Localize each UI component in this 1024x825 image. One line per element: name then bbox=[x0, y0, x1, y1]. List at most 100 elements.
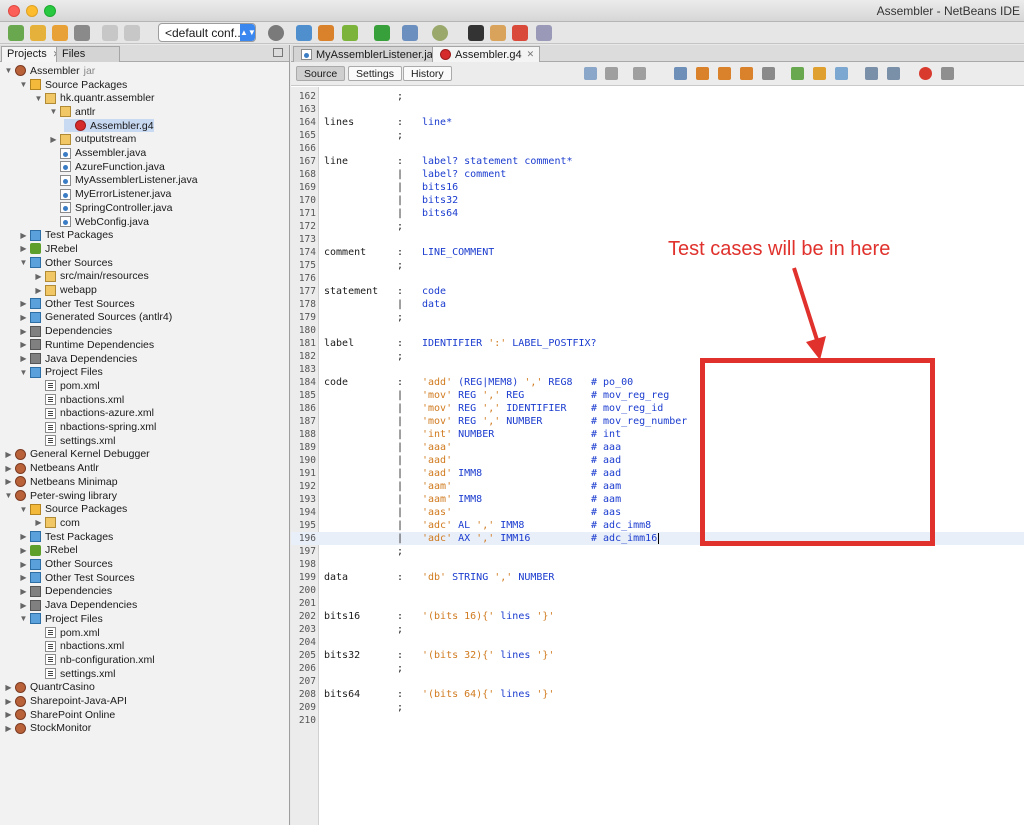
shift-right-icon[interactable] bbox=[887, 67, 900, 80]
find-previous-icon[interactable] bbox=[696, 67, 709, 80]
tree-node[interactable]: pom.xml bbox=[34, 379, 100, 393]
tree-node[interactable]: ▼Project Files bbox=[19, 365, 103, 379]
save-all-icon[interactable] bbox=[74, 25, 90, 41]
tree-node[interactable]: AzureFunction.java bbox=[49, 160, 165, 174]
collapse-toggle-icon[interactable]: ▶ bbox=[20, 559, 27, 569]
jrebel-toolbar-icon[interactable] bbox=[512, 25, 528, 41]
collapse-toggle-icon[interactable]: ▶ bbox=[20, 326, 27, 336]
expand-toggle-icon[interactable]: ▼ bbox=[4, 66, 13, 76]
collapse-toggle-icon[interactable]: ▶ bbox=[20, 354, 27, 364]
collapse-toggle-icon[interactable]: ▶ bbox=[5, 696, 12, 706]
tree-node[interactable]: ▼hk.quantr.assembler bbox=[34, 91, 155, 105]
configuration-select[interactable]: <default conf... ▲▼ bbox=[158, 23, 256, 42]
collapse-toggle-icon[interactable]: ▶ bbox=[20, 244, 27, 254]
collapse-toggle-icon[interactable]: ▶ bbox=[20, 545, 27, 555]
last-edit-icon[interactable] bbox=[584, 67, 597, 80]
collapse-toggle-icon[interactable]: ▶ bbox=[5, 723, 12, 733]
collapse-toggle-icon[interactable]: ▶ bbox=[20, 586, 27, 596]
tree-node[interactable]: ▶Test Packages bbox=[19, 530, 113, 544]
tree-node[interactable]: nbactions-azure.xml bbox=[34, 407, 154, 421]
tree-node[interactable]: ▼Source Packages bbox=[19, 78, 128, 92]
build-hammer-icon[interactable] bbox=[296, 25, 312, 41]
open-project-icon[interactable] bbox=[52, 25, 68, 41]
tree-node[interactable]: ▼Project Files bbox=[19, 612, 103, 626]
tree-node[interactable]: nb-configuration.xml bbox=[34, 653, 155, 667]
redo-icon[interactable] bbox=[124, 25, 140, 41]
collapse-toggle-icon[interactable]: ▶ bbox=[5, 710, 12, 720]
expand-toggle-icon[interactable]: ▼ bbox=[4, 491, 13, 501]
tree-node[interactable]: ▶SharePoint Online bbox=[4, 708, 115, 722]
chart-icon[interactable] bbox=[490, 25, 506, 41]
collapse-toggle-icon[interactable]: ▶ bbox=[20, 312, 27, 322]
tree-node[interactable]: ▶General Kernel Debugger bbox=[4, 448, 149, 462]
history-button[interactable]: History bbox=[403, 66, 452, 81]
tree-node[interactable]: Assembler.java bbox=[49, 146, 146, 160]
tree-node[interactable]: ▶QuantrCasino bbox=[4, 681, 94, 695]
tree-node[interactable]: MyErrorListener.java bbox=[49, 187, 171, 201]
expand-toggle-icon[interactable]: ▼ bbox=[34, 93, 43, 103]
tree-node[interactable]: ▶outputstream bbox=[49, 133, 136, 147]
tree-node[interactable]: ▶StockMonitor bbox=[4, 722, 91, 736]
tree-node[interactable]: ▶Dependencies bbox=[19, 324, 112, 338]
tab-myassemblerlistener[interactable]: MyAssemblerListener.java ✕ bbox=[293, 46, 463, 62]
collapse-toggle-icon[interactable]: ▶ bbox=[35, 271, 42, 281]
expand-toggle-icon[interactable]: ▼ bbox=[49, 107, 58, 117]
tree-node[interactable]: ▼Peter-swing library bbox=[4, 489, 117, 503]
toggle-highlight-icon[interactable] bbox=[762, 67, 775, 80]
terminal-icon[interactable] bbox=[468, 25, 484, 41]
collapse-toggle-icon[interactable]: ▶ bbox=[20, 230, 27, 240]
tree-node[interactable]: ▶Test Packages bbox=[19, 228, 113, 242]
tree-node[interactable]: settings.xml bbox=[34, 667, 115, 681]
collapse-toggle-icon[interactable]: ▶ bbox=[20, 573, 27, 583]
tree-node[interactable]: ▼Source Packages bbox=[19, 502, 128, 516]
expand-toggle-icon[interactable]: ▼ bbox=[19, 504, 28, 514]
tree-node[interactable]: WebConfig.java bbox=[49, 215, 149, 229]
tree-node[interactable]: ▶Generated Sources (antlr4) bbox=[19, 311, 172, 325]
tree-node[interactable]: ▶Netbeans Minimap bbox=[4, 475, 117, 489]
tree-node[interactable]: ▶com bbox=[34, 516, 79, 530]
tree-node[interactable]: settings.xml bbox=[34, 434, 115, 448]
tree-node[interactable]: ▶JRebel bbox=[19, 544, 77, 558]
gear-icon[interactable] bbox=[268, 25, 284, 41]
collapse-toggle-icon[interactable]: ▶ bbox=[5, 682, 12, 692]
collapse-toggle-icon[interactable]: ▶ bbox=[20, 340, 27, 350]
test-icon[interactable] bbox=[342, 25, 358, 41]
tree-node[interactable]: ▶webapp bbox=[34, 283, 96, 297]
expand-toggle-icon[interactable]: ▼ bbox=[19, 258, 28, 268]
tab-files[interactable]: Files bbox=[56, 46, 120, 62]
window-zoom-button[interactable] bbox=[44, 5, 56, 17]
toggle-bookmark-icon[interactable] bbox=[835, 67, 848, 80]
settings-button[interactable]: Settings bbox=[348, 66, 402, 81]
close-icon[interactable]: ✕ bbox=[526, 49, 535, 59]
forward-icon[interactable] bbox=[633, 67, 646, 80]
tree-node[interactable]: nbactions-spring.xml bbox=[34, 420, 156, 434]
find-next-icon[interactable] bbox=[718, 67, 731, 80]
tree-node[interactable]: ▶Other Sources bbox=[19, 557, 112, 571]
window-close-button[interactable] bbox=[8, 5, 20, 17]
source-button[interactable]: Source bbox=[296, 66, 346, 81]
tree-node[interactable]: nbactions.xml bbox=[34, 639, 124, 653]
expand-toggle-icon[interactable]: ▼ bbox=[19, 80, 28, 90]
tree-node[interactable]: ▼Other Sources bbox=[19, 256, 113, 270]
tree-node[interactable]: ▶Dependencies bbox=[19, 585, 112, 599]
tab-assembler-g4[interactable]: Assembler.g4 ✕ bbox=[432, 46, 541, 62]
tree-node[interactable]: ▶src/main/resources bbox=[34, 270, 148, 284]
collapse-toggle-icon[interactable]: ▶ bbox=[20, 299, 27, 309]
collapse-toggle-icon[interactable]: ▶ bbox=[35, 518, 42, 528]
tree-node[interactable]: ▶Other Test Sources bbox=[19, 297, 134, 311]
back-icon[interactable] bbox=[605, 67, 618, 80]
collapse-toggle-icon[interactable]: ▶ bbox=[5, 477, 12, 487]
find-selection-icon[interactable] bbox=[740, 67, 753, 80]
profile-icon[interactable] bbox=[432, 25, 448, 41]
expand-toggle-icon[interactable]: ▼ bbox=[19, 367, 28, 377]
tree-node[interactable]: pom.xml bbox=[34, 626, 100, 640]
collapse-toggle-icon[interactable]: ▶ bbox=[20, 532, 27, 542]
undo-icon[interactable] bbox=[102, 25, 118, 41]
new-project-icon[interactable] bbox=[30, 25, 46, 41]
tree-node[interactable]: ▶JRebel bbox=[19, 242, 77, 256]
tree-node[interactable]: MyAssemblerListener.java bbox=[49, 174, 198, 188]
tree-node[interactable]: ▶Sharepoint-Java-API bbox=[4, 694, 126, 708]
tree-node[interactable]: ▶Java Dependencies bbox=[19, 352, 137, 366]
